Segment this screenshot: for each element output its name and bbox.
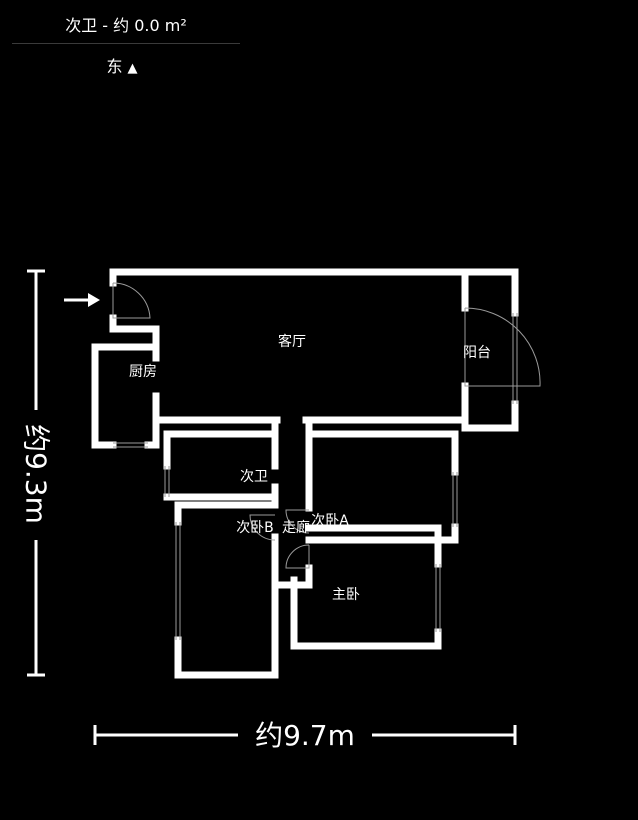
room-label-corridor: 走廊 [282, 519, 310, 536]
compass: 东 ▲ [0, 53, 244, 77]
compass-label: 东 [106, 57, 123, 76]
room-title: 次卫 - 约 0.0 m² [65, 16, 187, 35]
master-door [285, 544, 310, 569]
triangle-up-icon: ▲ [127, 61, 138, 76]
room-label-second-bedroom-b: 次卧B [236, 520, 274, 536]
room-label-balcony: 阳台 [463, 345, 491, 361]
doors [112, 282, 541, 569]
arrow-right-icon [64, 293, 100, 307]
width-dimension-label: 约9.7m [255, 719, 355, 752]
header-divider [12, 43, 240, 44]
height-dimension-label: 约9.3m [20, 424, 53, 524]
room-label-master-bedroom: 主卧 [332, 587, 360, 603]
room-label-living: 客厅 [278, 333, 306, 350]
room-label-second-bedroom-a: 次卧A [311, 513, 349, 529]
walls [91, 268, 519, 679]
entrance-door [112, 282, 151, 319]
windows [113, 313, 518, 640]
balcony-door [464, 307, 541, 387]
height-dimension [27, 269, 45, 677]
width-dimension [93, 725, 517, 745]
room-label-kitchen: 厨房 [129, 364, 157, 380]
room-label-second-bathroom: 次卫 [240, 469, 268, 485]
bedroom-b-door [249, 514, 276, 541]
bedroom-a-door [285, 509, 310, 534]
